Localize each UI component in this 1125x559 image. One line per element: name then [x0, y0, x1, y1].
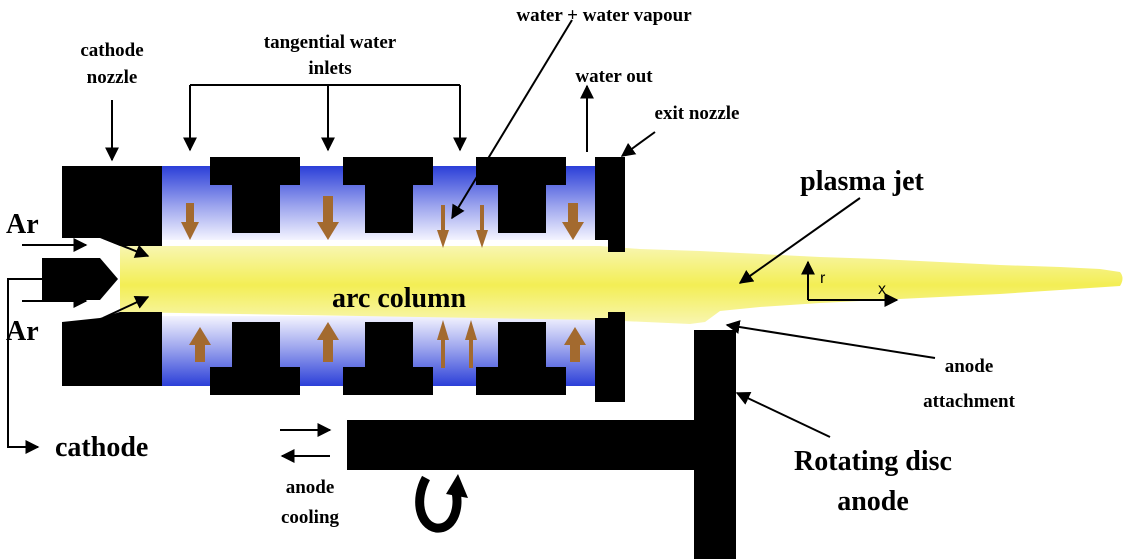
segment-top-2 [343, 157, 433, 233]
tangential-inlets-label-line1: tangential water [264, 32, 397, 53]
cathode-wire [7, 278, 42, 454]
rotation-arrow [415, 474, 468, 533]
plasma-jet-label: plasma jet [800, 166, 924, 197]
cathode-nozzle-top-taper [62, 234, 162, 246]
anode-shaft [347, 420, 697, 470]
segment-top-3 [476, 157, 566, 233]
rotating-disc-label-line2: anode [837, 486, 909, 517]
rotating-disc-arrow [735, 392, 831, 438]
exit-nozzle-top [595, 157, 625, 252]
segment-bottom-1 [210, 322, 300, 395]
cathode-nozzle-top [62, 166, 162, 234]
anode-disc [694, 330, 736, 559]
cathode-nozzle-bottom-taper [62, 312, 162, 322]
water-flow-arrows-bottom [189, 320, 586, 368]
water-out-label: water out [575, 66, 653, 87]
segment-bottom-2 [343, 322, 433, 395]
cathode-nozzle-label-line1: cathode [80, 40, 143, 61]
axis-x-label: x [878, 281, 886, 298]
segment-top-1 [210, 157, 300, 233]
ar-injection-arrow-top [102, 237, 150, 258]
plasma-column [120, 246, 1123, 324]
exit-nozzle-bottom [595, 312, 625, 402]
segment-bottom-3 [476, 322, 566, 395]
ar-label-bottom: Ar [6, 316, 39, 347]
anode-cooling-label-line2: cooling [281, 507, 340, 528]
cathode-rod [42, 258, 118, 300]
axis-r-label: r [820, 270, 826, 287]
cathode-nozzle-bottom [62, 322, 162, 386]
anode-attachment-label-line1: anode [945, 356, 994, 377]
arc-column-label: arc column [332, 283, 466, 314]
anode-attachment-arrow [725, 320, 936, 359]
ar-label-top: Ar [6, 209, 39, 240]
anode-attachment-label-line2: attachment [923, 391, 1015, 412]
cathode-nozzle-label-line2: nozzle [87, 67, 138, 88]
anode-cooling-label-line1: anode [286, 477, 335, 498]
exit-nozzle-arrow [620, 131, 656, 157]
water-vapour-label: water + water vapour [516, 5, 692, 26]
ar-injection-arrow-bottom [102, 295, 150, 319]
tangential-inlets-label-line2: inlets [308, 58, 351, 79]
water-vapour-arrow [451, 19, 573, 220]
exit-nozzle-label: exit nozzle [655, 103, 740, 124]
rotating-disc-label-line1: Rotating disc [794, 446, 952, 477]
water-flow-arrows-top [181, 196, 584, 248]
plasma-jet-arrow [738, 197, 861, 284]
cathode-label: cathode [55, 432, 148, 463]
